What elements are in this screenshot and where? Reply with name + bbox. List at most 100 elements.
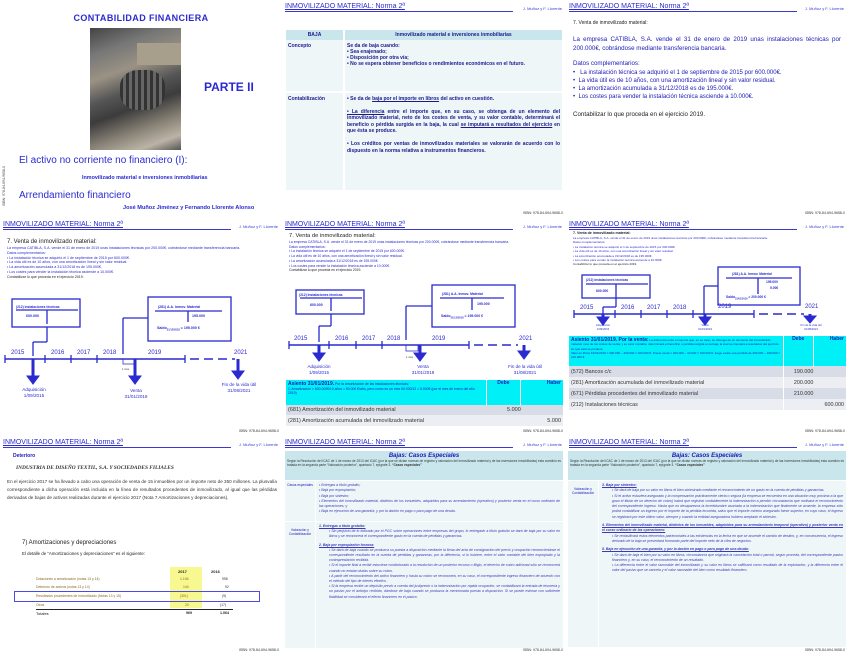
slide-6-sale-entry[interactable]: INMOVILIZADO MATERIAL: Norma 2ª J. Muñoz… xyxy=(566,218,848,436)
year-label: 2016 xyxy=(51,350,65,356)
slide-authors: J. Muñoz y F. Llorente xyxy=(804,6,844,11)
slide-authors: J. Muñoz y F. Llorente xyxy=(238,442,278,447)
account-212-debit: 600.000 xyxy=(26,314,39,318)
slide-header: INMOVILIZADO MATERIAL: Norma 2ª xyxy=(285,221,513,230)
row-label: Dotaciones a amortización (notas 13 y 14… xyxy=(36,577,100,581)
debe-header: Debe xyxy=(782,336,814,366)
year-label: 2021 xyxy=(805,304,819,310)
case-heading: 7. Venta de inmovilizado material: xyxy=(573,231,631,235)
account-212-title: (212) Instalaciones técnicas xyxy=(299,293,343,297)
slide-header: INMOVILIZADO MATERIAL: Norma 2ª xyxy=(3,439,231,448)
slide-4-timeline[interactable]: INMOVILIZADO MATERIAL: Norma 2ª J. Muñoz… xyxy=(0,218,282,436)
authors: José Muñoz Jiménez y Fernando Llorente A… xyxy=(123,205,255,211)
slide-5-amortization-entry[interactable]: INMOVILIZADO MATERIAL: Norma 2ª J. Muñoz… xyxy=(282,218,566,436)
year-label: 2017 xyxy=(77,350,91,356)
contab-p1: • Se da de baja por el importe en libros… xyxy=(347,96,495,102)
row-label: Resultados procedentes de inmovilizado (… xyxy=(36,594,122,598)
account-281-credit: 195.000 xyxy=(192,314,205,318)
slide-header: INMOVILIZADO MATERIAL: Norma 2ª xyxy=(569,439,797,448)
year-label: 2016 xyxy=(621,305,635,311)
year-label: 2019 xyxy=(718,304,732,310)
col-header-baja: BAJA xyxy=(307,32,322,38)
isbn: ISBN: 978-84-694-9658-0 xyxy=(238,648,279,652)
subtitle-inmovilizado: Inmovilizado material e inversiones inmo… xyxy=(82,175,208,181)
label-valoracion: Valoración y Contabilización xyxy=(568,481,598,647)
data-item: • La vida útil es de 10 años, con una am… xyxy=(573,78,776,84)
contabilizacion-cell: • Se da de baja por el importe en libros… xyxy=(343,92,562,190)
account-281-credit-2: 5.000 xyxy=(770,286,779,290)
year-label: 2018 xyxy=(103,350,117,356)
isbn: ISBN: 978-84-694-9658-0 xyxy=(804,429,845,433)
entry-row: (281) Amortización acumulada del inmovil… xyxy=(286,415,563,426)
case-heading: 7. Venta de inmovilizado material: xyxy=(7,239,97,245)
account-281-saldo: Saldo31/01/2019 = 200.000 € xyxy=(726,295,766,301)
subtitle-activo: El activo no corriente no financiero (I)… xyxy=(19,155,188,166)
slide-1-title[interactable]: CONTABILIDAD FINANCIERA PARTE II El acti… xyxy=(0,0,282,218)
data-item: • La instalación técnica se adquirió el … xyxy=(573,70,782,76)
row-value: 998 xyxy=(222,577,228,581)
slide-9-bajas-casos[interactable]: INMOVILIZADO MATERIAL: Norma 2ª J. Muñoz… xyxy=(566,436,848,655)
slide-header: INMOVILIZADO MATERIAL: Norma 2ª xyxy=(285,439,513,448)
row-value: (17) xyxy=(220,603,227,607)
slide-3-statement[interactable]: INMOVILIZADO MATERIAL: Norma 2ª J. Muñoz… xyxy=(566,0,848,218)
concepto-item: • No se espera obtener beneficios o rend… xyxy=(347,61,525,67)
slide-header: INMOVILIZADO MATERIAL: Norma 2ª xyxy=(569,221,797,230)
isbn: ISBN: 978-84-694-9658-0 xyxy=(522,429,563,433)
entry-description: Asiento 31/01/2019. Por la venta: La dif… xyxy=(569,336,783,366)
isbn: ISBN: 978-84-694-9658-0 xyxy=(522,648,563,652)
account-281-saldo: Saldo31/12/2018 = 195.000 € xyxy=(441,314,484,320)
account-212-debit: 600.000 xyxy=(310,303,323,307)
case-task: Contabilizar lo que proceda en el ejerci… xyxy=(573,111,706,118)
slide-2-baja-table[interactable]: INMOVILIZADO MATERIAL: Norma 2ª J. Muñoz… xyxy=(282,0,566,218)
bajas-header-box: Bajas: Casos Especiales Según la Resoluc… xyxy=(285,451,563,480)
slide-authors: J. Muñoz y F. Llorente xyxy=(522,224,562,229)
entry-description: Asiento 31/01/2019. Por la amortización … xyxy=(286,380,486,405)
haber-header: Haber xyxy=(520,380,563,405)
account-281-title: (281) A.A. Inmov. Material xyxy=(442,292,483,296)
bajas-intro: Según la Resolución del ICAC de 1 de mar… xyxy=(570,459,844,468)
total-2016: 1.064 xyxy=(220,611,229,615)
journal-entry-table: Asiento 31/01/2019. Por la venta: La dif… xyxy=(569,336,846,410)
valoracion-content: 3. Baja por siniestro: • Se dará de baja… xyxy=(599,481,846,647)
case-heading: 7. Venta de inmovilizado material: xyxy=(573,20,648,26)
data-list: • La instalación técnica se adquirió el … xyxy=(573,69,782,101)
row-value: 144 xyxy=(183,585,189,589)
data-title: Datos complementarios: xyxy=(573,60,640,67)
slide-7-deterioro[interactable]: INMOVILIZADO MATERIAL: Norma 2ª J. Muñoz… xyxy=(0,436,282,655)
case-summary: La empresa CATIBLA, S.A. vende el 31 de … xyxy=(7,246,241,279)
bajas-header-box: Bajas: Casos Especiales Según la Resoluc… xyxy=(568,451,846,480)
row-value: (301) xyxy=(180,594,188,598)
total-2017: 969 xyxy=(186,611,192,615)
account-212-debit: 600.000 xyxy=(596,289,609,293)
slide-authors: J. Muñoz y F. Llorente xyxy=(522,6,562,11)
row-label: Otros xyxy=(36,603,45,607)
contab-p2: • La diferencia entre el importe que, en… xyxy=(347,108,561,135)
col-2016: 2016 xyxy=(211,569,220,574)
data-item: • La amortización acumulada a 31/12/2018… xyxy=(573,86,734,92)
concepto-intro: Se da de baja cuando: xyxy=(347,43,400,49)
haber-header: Haber xyxy=(812,336,846,366)
year-label: 2018 xyxy=(673,305,687,311)
entry-row: (681) Amortización del inmovilizado mate… xyxy=(286,405,563,415)
year-label: 2017 xyxy=(647,305,661,311)
case-heading: 7. Venta de inmovilizado material: xyxy=(289,233,376,239)
slide-header: INMOVILIZADO MATERIAL: Norma 2ª xyxy=(569,3,797,12)
concepto-item: • Disposición por otra vía; xyxy=(347,55,409,61)
row-label-contabilizacion: Contabilización xyxy=(288,96,325,102)
course-title: CONTABILIDAD FINANCIERA xyxy=(73,13,209,23)
slide-authors: J. Muñoz y F. Llorente xyxy=(238,224,278,229)
case-statement: La empresa CATIBLA, S.A. vende el 31 de … xyxy=(573,36,841,52)
label-valoracion: Valoración y Contabilización xyxy=(285,522,315,648)
bajas-title: Bajas: Casos Especiales xyxy=(671,453,743,459)
valoracion-content: 1. Entregas a título gratuito: • Sin per… xyxy=(316,522,563,648)
slide-8-bajas-casos[interactable]: INMOVILIZADO MATERIAL: Norma 2ª J. Muñoz… xyxy=(282,436,566,655)
case-summary: La empresa CATIBLA, S.A. vende el 31 de … xyxy=(573,236,768,267)
deterioro-paragraph: En el ejercicio 2017 se ha llevado a cab… xyxy=(7,479,277,500)
